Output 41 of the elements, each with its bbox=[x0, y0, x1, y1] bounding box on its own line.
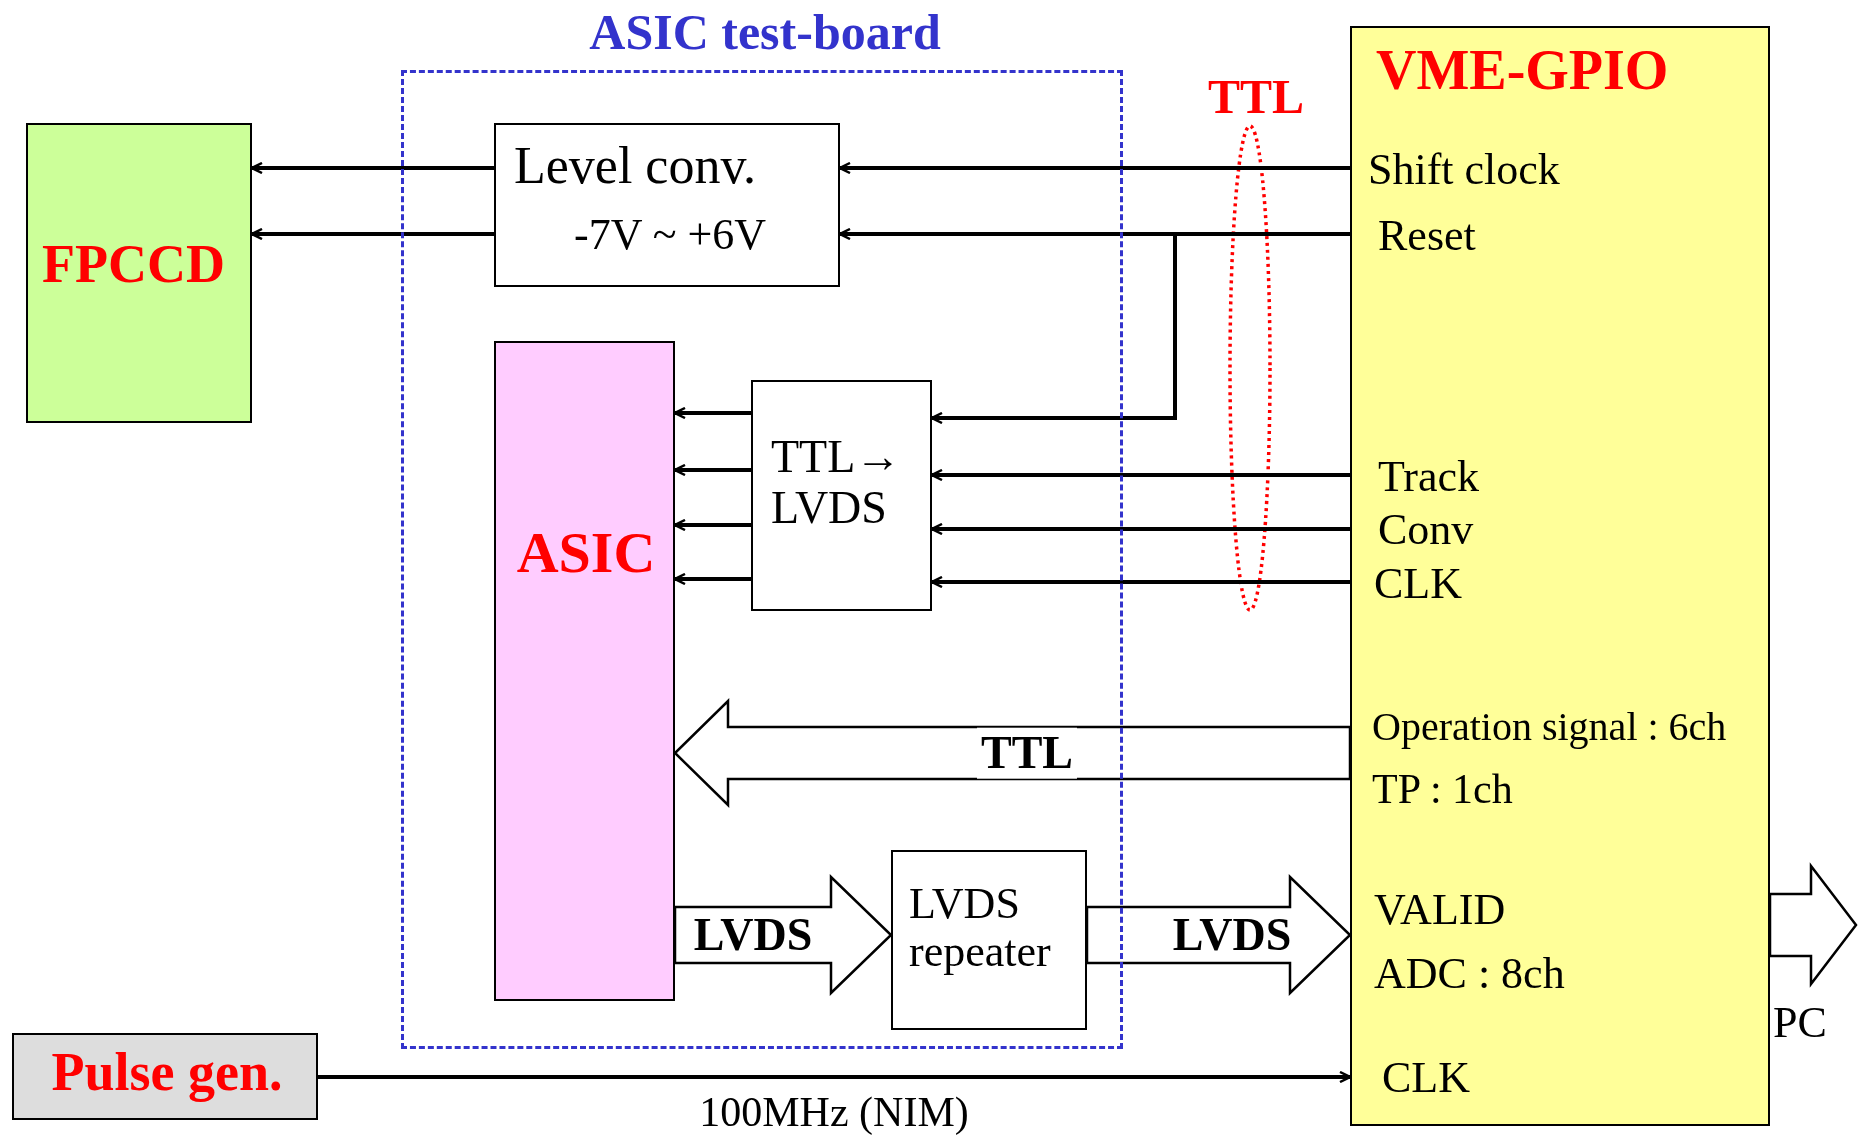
repeater-box bbox=[891, 850, 1087, 1030]
signal-name: Reset bbox=[1378, 212, 1476, 261]
box-label: Pulse gen. bbox=[51, 1043, 283, 1103]
arrow bbox=[838, 161, 1350, 175]
box-label: TTL→ LVDS bbox=[771, 432, 903, 534]
arrow bbox=[250, 227, 494, 241]
module-title: VME-GPIO bbox=[1376, 40, 1669, 102]
generator-box bbox=[12, 1033, 318, 1120]
destination-label: PC bbox=[1772, 998, 1828, 1048]
signal-name: Conv bbox=[1378, 506, 1474, 555]
block-arrow bbox=[1768, 862, 1858, 988]
arrow bbox=[930, 575, 1350, 589]
board-title: ASIC test-board bbox=[589, 5, 941, 60]
box-label: Level conv. bbox=[514, 137, 757, 195]
box-label: FPCCD bbox=[42, 235, 225, 295]
process-box bbox=[494, 123, 840, 287]
signal-description: Operation signal : 6ch bbox=[1372, 705, 1727, 749]
voltage-range-label: -7V ~ +6V bbox=[574, 211, 767, 260]
detector-box bbox=[26, 123, 252, 423]
signal-group-label: TTL bbox=[1207, 70, 1305, 124]
box-label: ASIC bbox=[516, 521, 656, 585]
arrow bbox=[673, 518, 751, 532]
gpio-module-box bbox=[1350, 26, 1770, 1126]
signal-name: Shift clock bbox=[1368, 146, 1560, 195]
arrow bbox=[250, 161, 494, 175]
signal-name: ADC : 8ch bbox=[1374, 950, 1565, 999]
signal-name: VALID bbox=[1374, 886, 1506, 935]
signal-name: Track bbox=[1378, 453, 1480, 502]
signal-description: TP : 1ch bbox=[1372, 766, 1513, 813]
arrow bbox=[673, 463, 751, 477]
arrow bbox=[318, 1070, 1352, 1084]
arrow bbox=[673, 406, 751, 420]
converter-box bbox=[751, 380, 932, 611]
box-label: LVDS repeater bbox=[909, 880, 1052, 977]
arrow bbox=[930, 468, 1350, 482]
arrow bbox=[673, 572, 751, 586]
arrow bbox=[930, 522, 1350, 536]
signal-name: CLK bbox=[1374, 560, 1462, 609]
signal-name: CLK bbox=[1382, 1054, 1470, 1103]
edge-label: TTL bbox=[977, 727, 1077, 779]
asic-box bbox=[494, 341, 675, 1001]
